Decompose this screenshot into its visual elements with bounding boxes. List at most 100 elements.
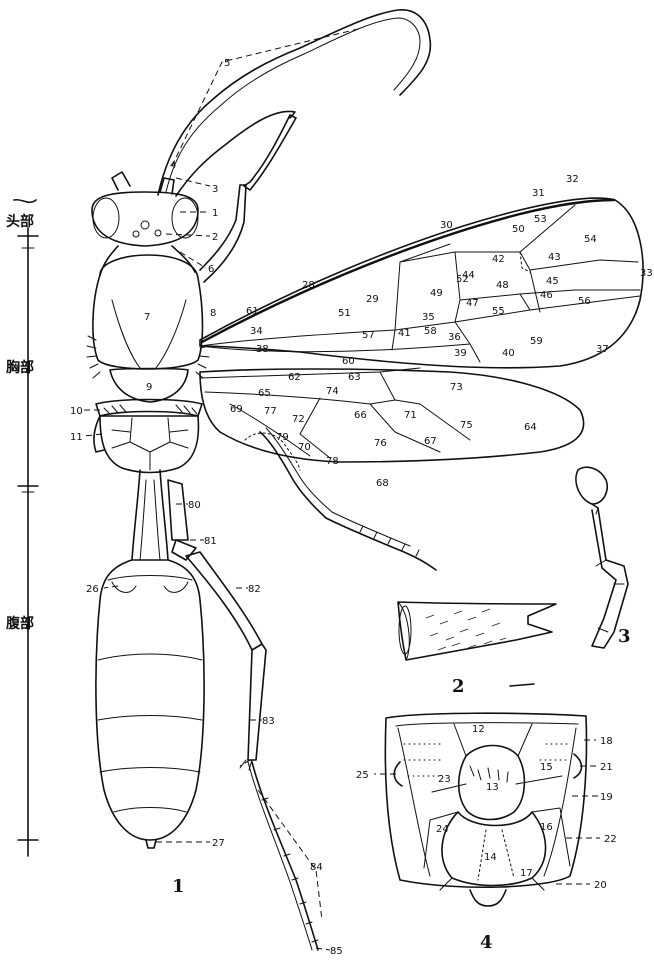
- leader-lines: [84, 28, 362, 950]
- body-region-scale: [14, 200, 38, 856]
- figure-1-wasp: [14, 10, 643, 950]
- mid-leg: [260, 432, 436, 570]
- callout-label: 18: [600, 736, 613, 747]
- callout-label: 36: [448, 332, 461, 343]
- left-compound-eye: [93, 198, 119, 238]
- callout-label: 13: [486, 782, 499, 793]
- notaulus: [112, 300, 186, 368]
- callout-label: 35: [422, 312, 435, 323]
- tergite-lines: [98, 576, 202, 813]
- callout-label: 14: [484, 852, 497, 863]
- propodeum: [100, 416, 198, 473]
- callout-label: 1: [212, 208, 218, 219]
- figure-number-4: 4: [480, 932, 493, 953]
- callout-label: 17: [520, 868, 533, 879]
- callout-label: 52: [456, 274, 469, 285]
- ovipositor-tip: [146, 840, 156, 848]
- callout-label: 56: [578, 296, 591, 307]
- callout-label: 68: [376, 478, 389, 489]
- forewing-costa: [202, 200, 614, 342]
- left-antenna-inner: [166, 18, 420, 192]
- callout-label: 67: [424, 436, 437, 447]
- callout-label: 29: [366, 294, 379, 305]
- petiole-inner: [140, 480, 160, 560]
- callout-label: 84: [310, 862, 323, 873]
- callout-label: 32: [566, 174, 579, 185]
- hind-leg-tarsus-inner: [248, 762, 312, 950]
- callout-label: 62: [288, 372, 301, 383]
- callout-label: 77: [264, 406, 277, 417]
- callout-label: 63: [348, 372, 361, 383]
- fore-leg: [200, 185, 246, 282]
- thorax-region-label: 胸部: [6, 359, 34, 376]
- callout-label: 42: [492, 254, 505, 265]
- figure-2-segment: [398, 602, 556, 686]
- forewing: [200, 198, 643, 368]
- callout-label: 66: [354, 410, 367, 421]
- callout-label: 19: [600, 792, 613, 803]
- figure-4-propodeum: [374, 713, 600, 906]
- callout-label: 30: [440, 220, 453, 231]
- callout-label: 81: [204, 536, 217, 547]
- callout-label: 60: [342, 356, 355, 367]
- callout-label: 53: [534, 214, 547, 225]
- callout-label: 26: [86, 584, 99, 595]
- callout-label: 22: [604, 834, 617, 845]
- callout-label: 24: [436, 824, 449, 835]
- callout-label: 71: [404, 410, 417, 421]
- propodeum-areolae: [112, 418, 188, 470]
- callout-label: 69: [230, 404, 243, 415]
- forewing-veins: [200, 205, 640, 362]
- callout-label: 33: [640, 268, 653, 279]
- callout-label: 40: [502, 348, 515, 359]
- callout-label: 39: [454, 348, 467, 359]
- callout-label: 2: [212, 232, 218, 243]
- figure-number-1: 1: [172, 876, 185, 897]
- callout-label: 8: [210, 308, 216, 319]
- callout-label: 38: [256, 344, 269, 355]
- callout-label: 11: [70, 432, 83, 443]
- callout-label: 5: [224, 58, 230, 69]
- callout-label: 78: [326, 456, 339, 467]
- callout-label: 27: [212, 838, 225, 849]
- callout-label: 49: [430, 288, 443, 299]
- callout-label: 54: [584, 234, 597, 245]
- callout-label: 7: [144, 312, 150, 323]
- hind-leg-tibia: [248, 644, 266, 760]
- hind-leg-femur: [168, 480, 188, 540]
- callout-label: 43: [548, 252, 561, 263]
- gaster: [96, 560, 204, 840]
- callout-label: 59: [530, 336, 543, 347]
- ocellus-icon: [133, 231, 139, 237]
- head-region-label: 头部: [6, 213, 34, 230]
- callout-label: 10: [70, 406, 83, 417]
- hind-leg-trochanter: [172, 540, 196, 560]
- figure-number-2: 2: [452, 676, 465, 697]
- callout-label: 16: [540, 822, 553, 833]
- hindwing: [200, 369, 584, 462]
- right-compound-eye: [172, 198, 198, 238]
- callout-label: 3: [212, 184, 218, 195]
- callout-label: 85: [330, 946, 343, 957]
- ocellus-icon: [141, 221, 149, 229]
- callout-label: 28: [302, 280, 315, 291]
- ocellus-icon: [155, 230, 161, 236]
- callout-label: 75: [460, 420, 473, 431]
- callout-label: 73: [450, 382, 463, 393]
- callout-label: 57: [362, 330, 375, 341]
- callout-label: 70: [298, 442, 311, 453]
- callout-label: 64: [524, 422, 537, 433]
- figure-3-antenna: [576, 467, 628, 648]
- callout-label: 21: [600, 762, 613, 773]
- mid-leg-tarsi: [360, 526, 419, 556]
- callout-label: 47: [466, 298, 479, 309]
- callout-label: 20: [594, 880, 607, 891]
- callout-label: 34: [250, 326, 263, 337]
- callout-label: 46: [540, 290, 553, 301]
- callout-label: 31: [532, 188, 545, 199]
- callout-label: 23: [438, 774, 451, 785]
- callout-label: 58: [424, 326, 437, 337]
- callout-label: 25: [356, 770, 369, 781]
- callout-label: 37: [596, 344, 609, 355]
